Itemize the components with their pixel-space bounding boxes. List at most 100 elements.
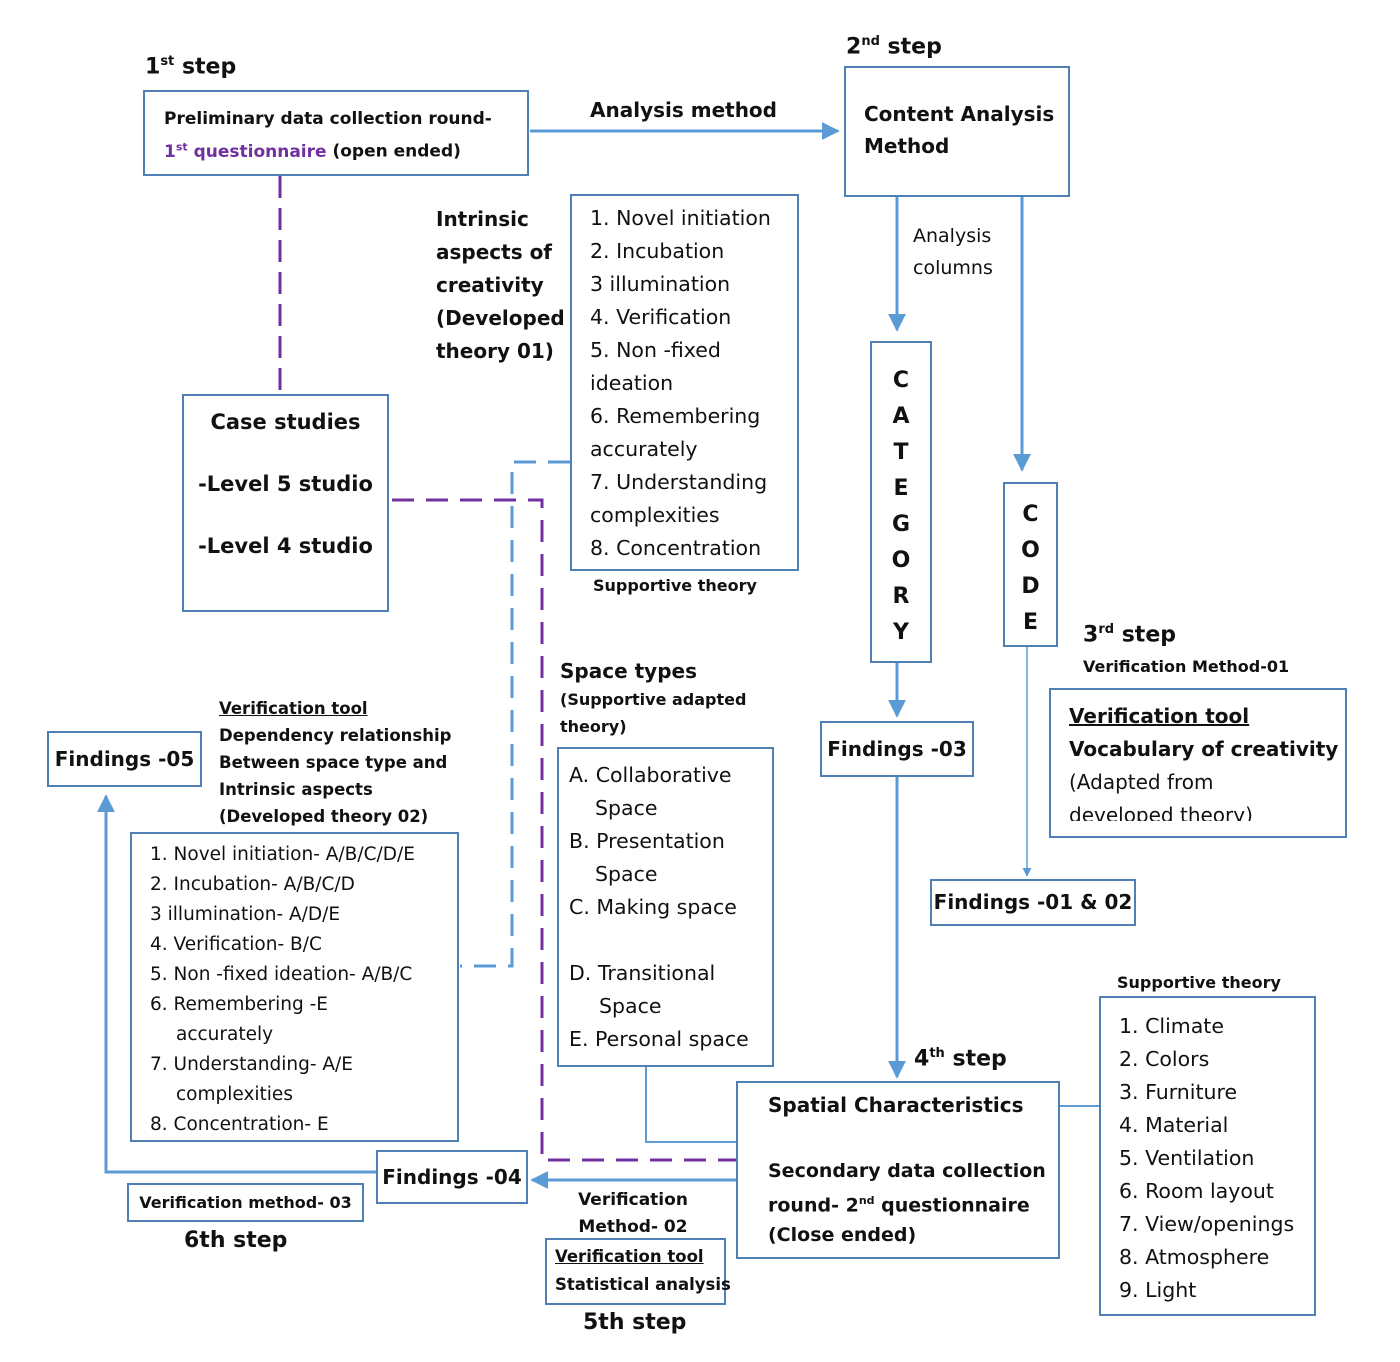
casestudies-to-spatial-connector xyxy=(392,498,737,1162)
category-letter: R xyxy=(892,584,910,609)
list-item: 4. Verification- B/C xyxy=(150,934,322,955)
secondary-line-3: (Close ended) xyxy=(768,1224,917,1247)
intrinsic-label-line: creativity xyxy=(436,273,544,297)
step-5-label: 5th step xyxy=(583,1310,687,1335)
list-item: accurately xyxy=(590,437,698,461)
list-item: accurately xyxy=(176,1024,274,1045)
preliminary-data-collection-box: Preliminary data collection round- 1st q… xyxy=(143,90,529,176)
dependency-label-line: Between space type and xyxy=(219,753,448,772)
list-item: 9. Light xyxy=(1119,1278,1197,1302)
secondary-data-collection-text: Secondary data collection round- 2nd que… xyxy=(768,1156,1046,1250)
secondary-line-1: Secondary data collection xyxy=(768,1160,1046,1182)
list-item: 2. Incubation- A/B/C/D xyxy=(150,874,355,895)
category-letter: O xyxy=(891,548,911,573)
list-item: 4. Verification xyxy=(590,305,732,329)
code-letter: C xyxy=(1022,502,1039,527)
list-item: 8. Atmosphere xyxy=(1119,1245,1270,1269)
list-item: complexities xyxy=(176,1084,293,1105)
list-item: 6. Remembering xyxy=(590,404,761,428)
findings-05-box: Findings -05 xyxy=(47,731,202,787)
vocab-line-3: (Adapted from xyxy=(1069,770,1214,794)
dependency-label-line: Intrinsic aspects xyxy=(219,780,373,799)
category-letter: A xyxy=(892,404,910,429)
list-item: 4. Material xyxy=(1119,1113,1229,1137)
intrinsic-label-line: aspects of xyxy=(436,240,553,264)
space-types-list-box: A. Collaborative Space B. Presentation S… xyxy=(557,747,774,1067)
spatial-characteristics-title: Spatial Characteristics xyxy=(768,1093,1024,1117)
vocabulary-of-creativity-box: Verification tool Vocabulary of creativi… xyxy=(1049,688,1347,838)
intrinsic-aspects-label: Intrinsic aspects of creativity (Develop… xyxy=(436,203,565,368)
space-types-label: Space types (Supportive adapted theory) xyxy=(560,656,746,740)
category-letter: T xyxy=(893,440,909,465)
dependency-label-line: (Developed theory 02) xyxy=(219,807,429,826)
step-1-label: 1st step xyxy=(145,54,237,80)
category-letter: E xyxy=(893,476,909,501)
list-item: D. Transitional xyxy=(569,961,716,985)
findings-03-box: Findings -03 xyxy=(820,721,974,777)
list-item: 7. Understanding- A/E xyxy=(150,1054,353,1075)
preliminary-line-1: Preliminary data collection round- xyxy=(164,109,492,129)
spatial-characteristics-box: Spatial Characteristics Secondary data c… xyxy=(736,1081,1060,1259)
intrinsic-label-line: (Developed xyxy=(436,306,565,330)
list-item: 1. Novel initiation- A/B/C/D/E xyxy=(150,844,415,865)
list-item: Space xyxy=(595,796,658,820)
category-letter: Y xyxy=(893,620,909,645)
list-item: 5. Ventilation xyxy=(1119,1146,1255,1170)
step-6-label: 6th step xyxy=(184,1228,288,1253)
code-letter: O xyxy=(1021,538,1040,563)
step-4-label: 4th step xyxy=(914,1046,1007,1072)
analysis-method-label: Analysis method xyxy=(590,98,777,122)
list-item: 7. Understanding xyxy=(590,470,768,494)
dependency-label-line: Dependency relationship xyxy=(219,726,452,745)
case-studies-item: -Level 5 studio xyxy=(198,472,373,496)
vocab-title: Vocabulary of creativity xyxy=(1069,737,1339,761)
verification-method-02-line-2: Method- 02 xyxy=(578,1217,688,1237)
spatial-factors-list-box: 1. Climate 2. Colors 3. Furniture 4. Mat… xyxy=(1099,996,1316,1316)
list-item: 1. Climate xyxy=(1119,1014,1224,1038)
list-item: 8. Concentration- E xyxy=(150,1114,329,1135)
analysis-columns-label: Analysis columns xyxy=(913,220,993,284)
code-letter: E xyxy=(1022,610,1039,635)
vocab-verification-tool-label: Verification tool xyxy=(1069,704,1250,728)
case-studies-box: Case studies -Level 5 studio -Level 4 st… xyxy=(182,394,389,612)
analysis-columns-line-2: columns xyxy=(913,257,993,279)
list-item: 3 illumination xyxy=(590,272,731,296)
intrinsic-to-dependency-connector xyxy=(460,460,570,968)
case-studies-item: -Level 4 studio xyxy=(198,534,373,558)
list-item: B. Presentation xyxy=(569,829,725,853)
verification-method-01-label: Verification Method-01 xyxy=(1083,657,1290,676)
content-analysis-line-1: Content Analysis xyxy=(864,102,1055,126)
intrinsic-label-line: theory 01) xyxy=(436,339,554,363)
category-letter: C xyxy=(892,368,910,393)
list-item: 2. Colors xyxy=(1119,1047,1210,1071)
code-letters: C O D E xyxy=(1005,497,1056,641)
list-item: 6. Room layout xyxy=(1119,1179,1274,1203)
list-item: complexities xyxy=(590,503,720,527)
spacetypes-to-spatial-connector xyxy=(645,1067,737,1143)
code-letter: D xyxy=(1021,574,1040,599)
dependency-verification-tool-label: Verification tool xyxy=(219,699,368,718)
content-analysis-method-box: Content Analysis Method xyxy=(844,66,1070,197)
list-item: 6. Remembering -E xyxy=(150,994,328,1015)
findings04-to-findings05-arrow xyxy=(97,794,377,1174)
list-item: 5. Non -fixed ideation- A/B/C xyxy=(150,964,413,985)
category-letter: G xyxy=(891,512,911,537)
space-types-title: Space types xyxy=(560,659,697,683)
code-box: C O D E xyxy=(1003,482,1058,647)
dependency-relationship-label: Verification tool Dependency relationshi… xyxy=(219,695,451,830)
case-studies-title: Case studies xyxy=(210,410,361,434)
verification-method-02-line-1: Verification xyxy=(578,1190,688,1210)
verification-method-02-label: Verification Method- 02 xyxy=(578,1187,688,1241)
list-item-spacer xyxy=(569,924,772,957)
category-box: C A T E G O R Y xyxy=(870,341,932,663)
vocab-line-4: developed theory) xyxy=(1069,803,1253,821)
list-item: 5. Non -fixed xyxy=(590,338,721,362)
verification-method-03-box: Verification method- 03 xyxy=(127,1183,364,1222)
list-item: Space xyxy=(595,862,658,886)
findings-04-box: Findings -04 xyxy=(376,1150,528,1204)
analysis-columns-line-1: Analysis xyxy=(913,225,992,247)
dependency-list-box: 1. Novel initiation- A/B/C/D/E 2. Incuba… xyxy=(130,832,459,1142)
preliminary-line-2: 1st questionnaire (open ended) xyxy=(164,140,461,162)
list-item: C. Making space xyxy=(569,895,737,919)
intrinsic-label-line: Intrinsic xyxy=(436,207,529,231)
